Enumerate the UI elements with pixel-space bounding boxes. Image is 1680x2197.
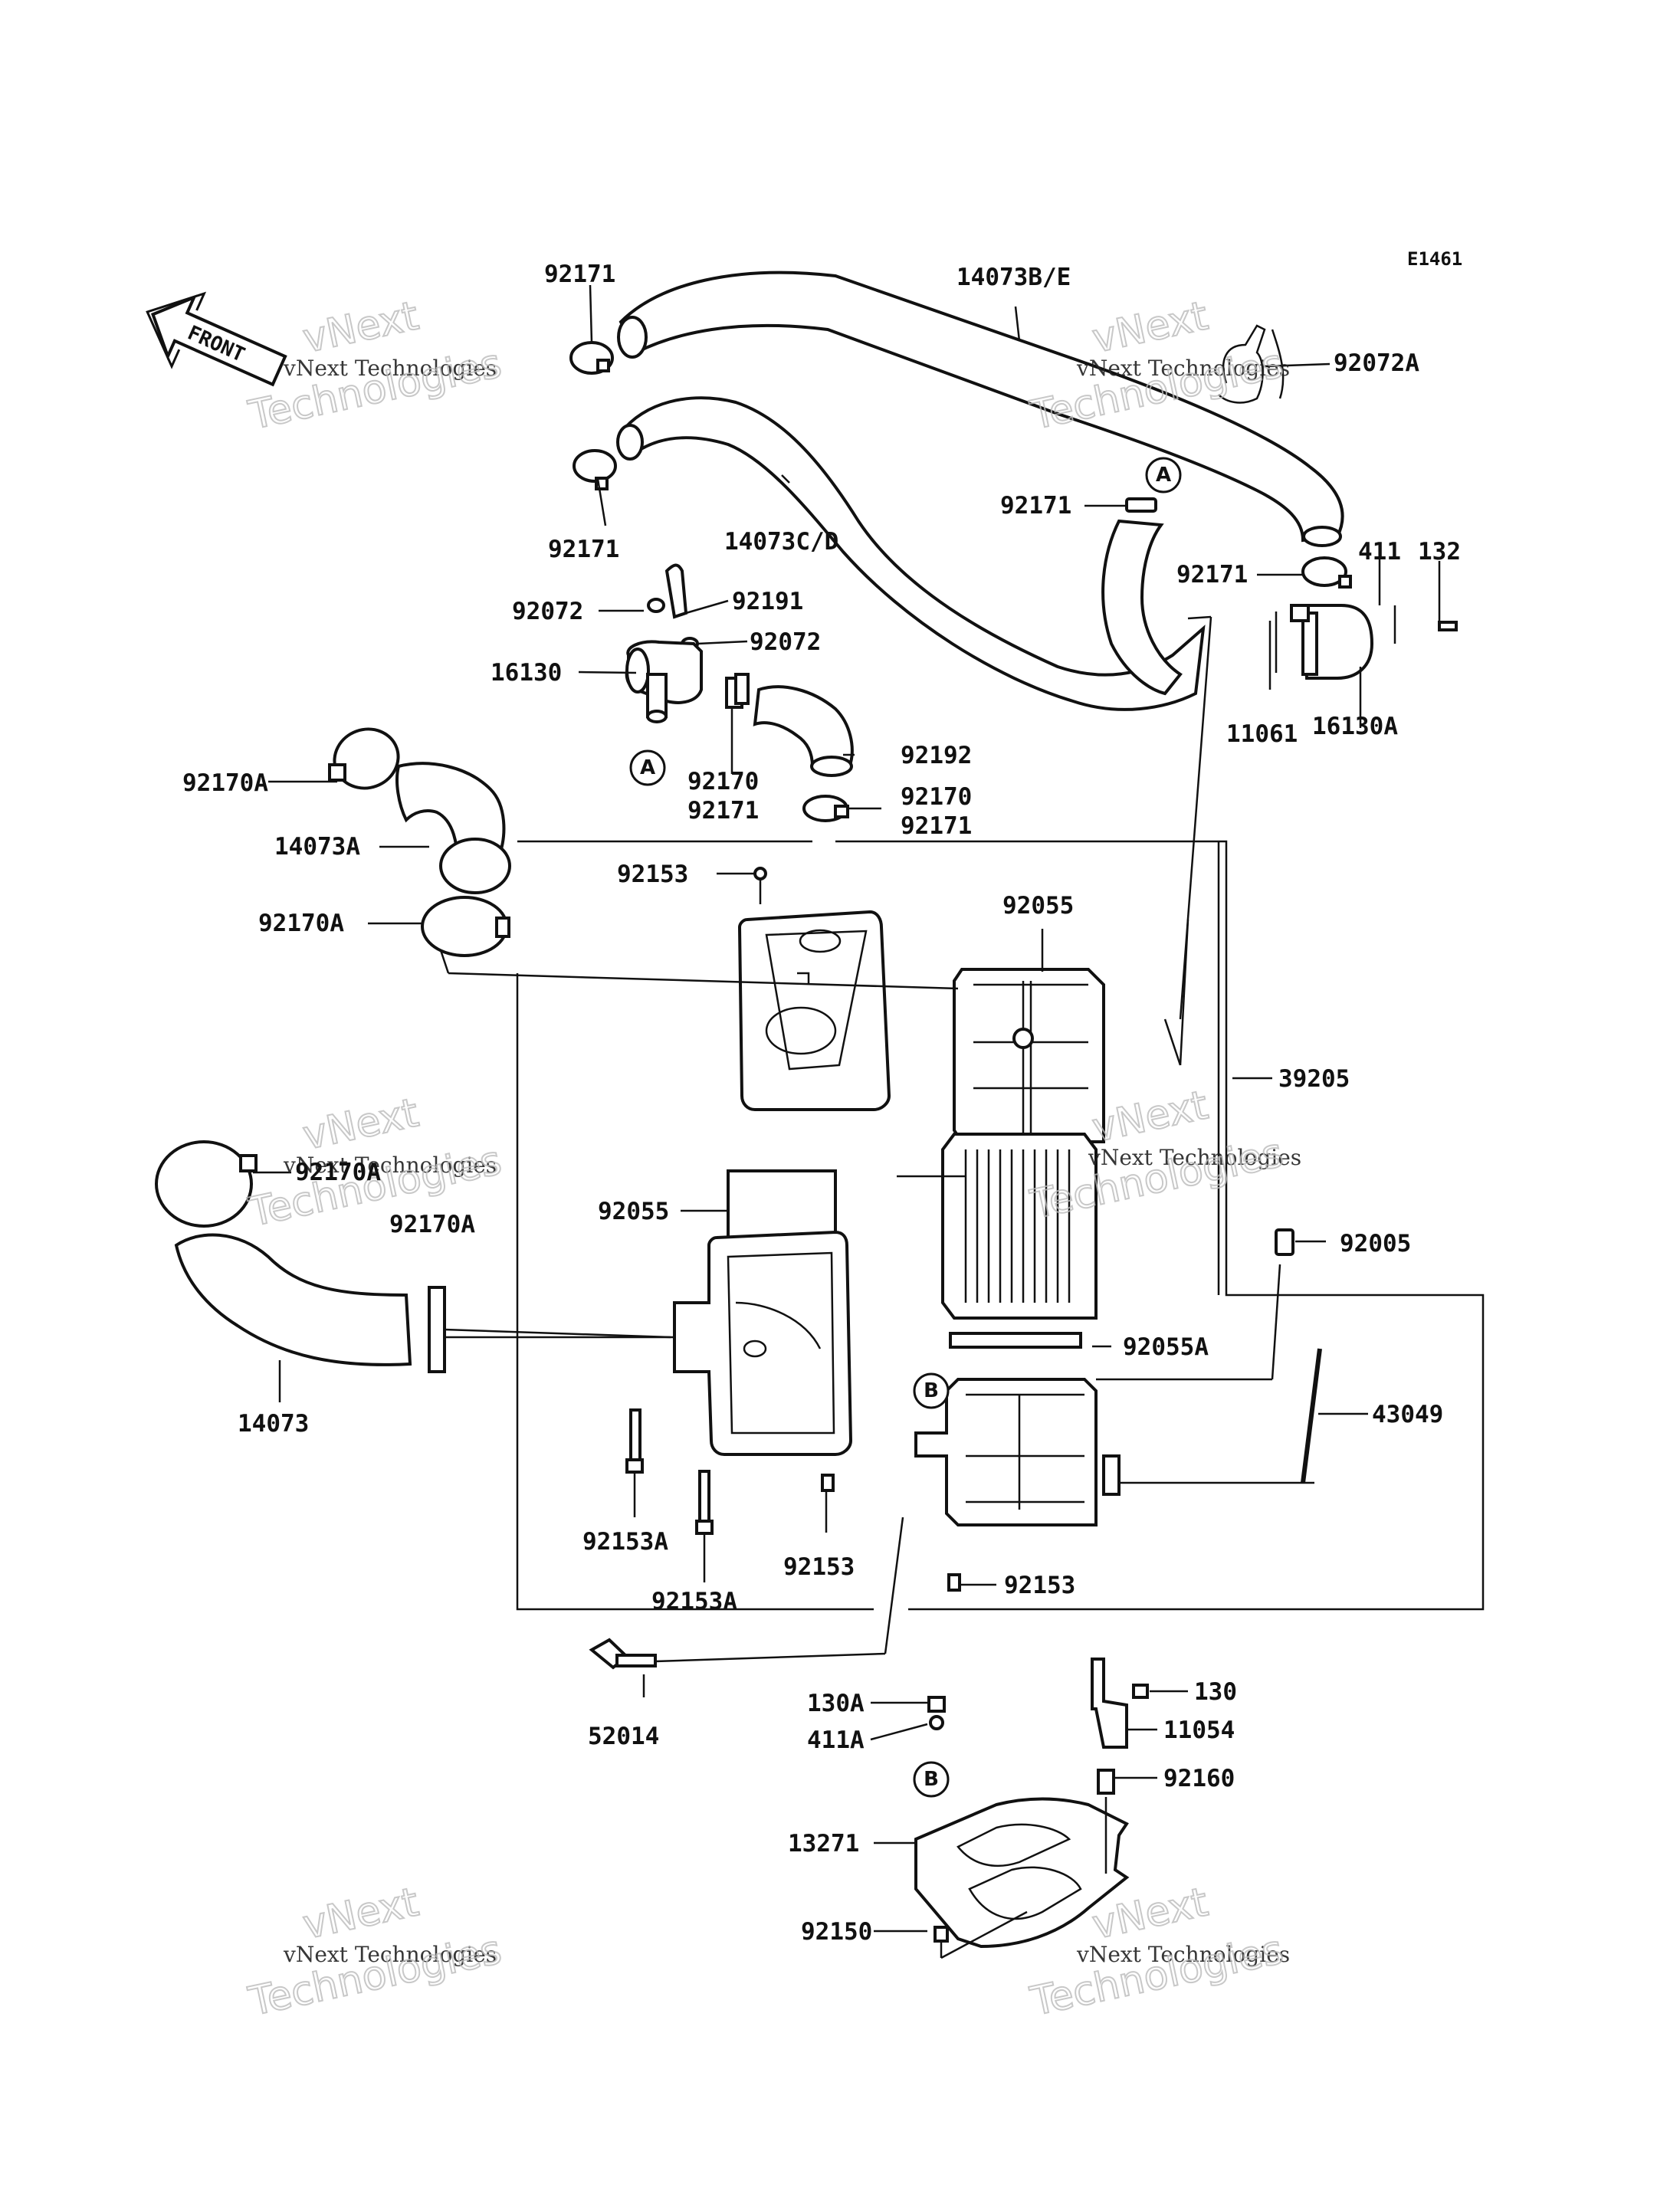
sensor-52014	[589, 1638, 657, 1670]
part-label: 92171	[1176, 561, 1248, 589]
part-label: 92170A	[182, 769, 268, 797]
elbow-14073	[155, 1140, 446, 1373]
svg-text:vNext Technologies: vNext Technologies	[1076, 1942, 1290, 1967]
part-label: 92153A	[651, 1588, 737, 1615]
elbow-14073a	[328, 727, 511, 957]
hose-14073b-e	[617, 271, 1344, 547]
svg-text:A: A	[640, 756, 655, 779]
svg-text:vNext: vNext	[1088, 1082, 1212, 1151]
part-label: 92153A	[582, 1528, 668, 1556]
part-label: 92170	[687, 768, 759, 795]
part-label: 39205	[1278, 1065, 1350, 1093]
part-label: 14073C/D	[724, 528, 838, 556]
diagram-code: E1461	[1407, 248, 1462, 270]
svg-text:vNext: vNext	[299, 293, 422, 362]
intercooler-core	[941, 1133, 1098, 1320]
part-label: 16130A	[1312, 713, 1398, 740]
part-label: 11061	[1226, 720, 1298, 748]
part-label: 92171	[1000, 492, 1071, 520]
fitting-92005	[1275, 1228, 1294, 1256]
part-label: 92153	[1004, 1572, 1075, 1599]
part-label: 92072	[512, 598, 583, 625]
svg-text:vNext: vNext	[299, 1879, 422, 1948]
callout-a: A	[1145, 457, 1182, 494]
part-label: 92171	[687, 797, 759, 825]
svg-text:vNext Technologies: vNext Technologies	[283, 1153, 497, 1178]
callout-b: B	[913, 1372, 950, 1409]
bracket-11054	[1091, 1658, 1128, 1795]
part-label: 130	[1194, 1678, 1237, 1706]
part-labels: 92171 14073B/E 92072A 92171 14073C/D 921…	[182, 261, 1461, 1946]
cover-plate-13271	[914, 1797, 1130, 1949]
leader-lines	[253, 284, 1441, 1959]
part-label: 92005	[1340, 1230, 1411, 1258]
part-label: 130A	[807, 1690, 865, 1717]
part-label: 92055A	[1123, 1333, 1209, 1361]
part-label: 92072	[750, 628, 821, 656]
svg-text:vNext Technologies: vNext Technologies	[1076, 356, 1290, 381]
part-label: 14073	[238, 1410, 309, 1438]
elbow-16130a	[1275, 604, 1458, 680]
part-label: 11054	[1163, 1717, 1235, 1744]
hose-a-branch	[1101, 519, 1183, 696]
gasket-92055a	[949, 1332, 1082, 1349]
part-label: 411A	[807, 1726, 865, 1754]
part-label: 92055	[1002, 892, 1074, 920]
part-label: 92160	[1163, 1765, 1235, 1792]
part-label: 132	[1418, 538, 1461, 566]
intercooler-upper-tank	[953, 968, 1105, 1143]
part-label: 411	[1358, 538, 1401, 566]
assembly-frame	[516, 840, 1485, 1611]
clamp-icon	[802, 795, 849, 822]
plenum-plate-upper	[737, 867, 891, 1111]
svg-text:vNext Technologies: vNext Technologies	[283, 356, 497, 381]
part-label: 13271	[788, 1830, 859, 1858]
svg-text:B: B	[924, 1768, 939, 1791]
plenum-plate-lower	[673, 1230, 853, 1456]
part-label: 92191	[732, 588, 803, 615]
part-label: 52014	[588, 1723, 659, 1750]
part-label: 43049	[1372, 1401, 1443, 1428]
part-label: 92170A	[389, 1211, 475, 1238]
part-label: 92171	[548, 536, 619, 563]
part-label: 92055	[598, 1198, 669, 1225]
part-label: 92153	[617, 861, 688, 888]
part-label: 92192	[901, 742, 972, 769]
part-label: 92170	[901, 783, 972, 811]
svg-text:B: B	[924, 1379, 939, 1402]
part-label: 14073A	[274, 833, 360, 861]
clamp-icon	[569, 341, 1352, 589]
intercooler-lower-tank	[914, 1378, 1121, 1526]
bracket-92072a-icon	[1218, 324, 1285, 404]
callout-b: B	[913, 1761, 950, 1798]
svg-text:A: A	[1156, 464, 1171, 487]
bolt-icon	[625, 1408, 1149, 1943]
svg-text:vNext: vNext	[1088, 293, 1212, 362]
part-label: 14073B/E	[956, 264, 1071, 291]
part-label: 92171	[544, 261, 615, 288]
part-label: 92171	[901, 812, 972, 840]
part-label: 92170A	[295, 1159, 381, 1186]
rod-43049	[1301, 1348, 1322, 1484]
part-label: 16130	[491, 659, 562, 687]
svg-text:vNext Technologies: vNext Technologies	[283, 1942, 497, 1967]
front-arrow-icon: FRONT	[146, 291, 287, 387]
part-label: 92150	[801, 1918, 872, 1946]
svg-text:vNext Technologies: vNext Technologies	[1088, 1145, 1301, 1170]
part-label: 92170A	[258, 910, 344, 937]
watermark: vNext Technologies Technologies vNext vN…	[244, 292, 1301, 2025]
part-label: 92153	[783, 1553, 855, 1581]
callout-a: A	[629, 749, 666, 786]
hose-92192	[753, 685, 854, 777]
svg-text:vNext: vNext	[299, 1090, 422, 1159]
valve-16130	[625, 563, 750, 723]
part-label: 92072A	[1334, 349, 1419, 377]
